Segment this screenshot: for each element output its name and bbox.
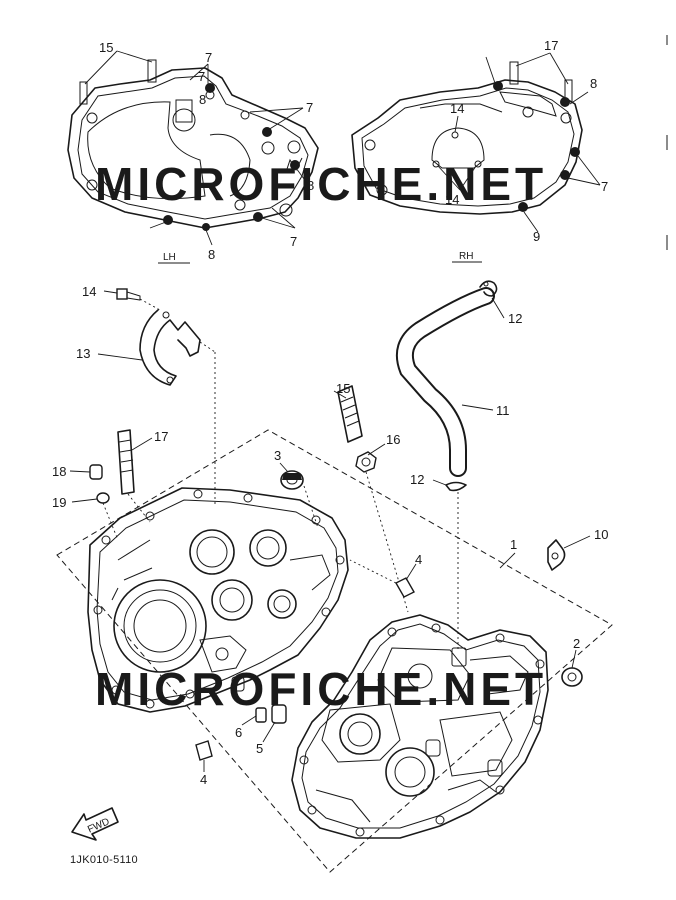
oil-seal-3 <box>280 470 304 490</box>
callout-17: 17 <box>544 38 558 53</box>
callout-16: 16 <box>386 432 400 447</box>
rh-crankcase-gasket <box>351 61 583 215</box>
callout-19: 19 <box>52 495 66 510</box>
callout-12: 12 <box>508 311 522 326</box>
watermark-top: MICROFICHE.NET <box>95 158 547 210</box>
callout-13: 13 <box>76 346 90 361</box>
diagram-code: 1JK010-5110 <box>70 854 138 866</box>
dowel-5 <box>271 704 287 724</box>
watermark-bottom: MICROFICHE.NET <box>95 663 547 715</box>
callout-7: 7 <box>205 50 212 65</box>
dowel-4-lower <box>195 740 213 761</box>
callout-8: 8 <box>199 92 206 107</box>
callout-11: 11 <box>496 403 510 418</box>
hose-clip-12-top <box>479 280 498 297</box>
callout-4: 4 <box>415 552 422 567</box>
washer-19 <box>96 492 110 504</box>
callout-5: 5 <box>256 741 263 756</box>
callout-6: 6 <box>235 725 242 740</box>
dowel-6 <box>255 707 267 723</box>
right-crankcase-half <box>291 614 549 839</box>
callout-7: 7 <box>198 69 205 84</box>
callout-15: 15 <box>99 40 113 55</box>
callout-14: 14 <box>450 101 464 116</box>
stud-17 <box>117 429 135 495</box>
callout-12: 12 <box>410 472 424 487</box>
callout-7: 7 <box>290 234 297 249</box>
callout-2: 2 <box>573 636 580 651</box>
fwd-label: FWD <box>86 816 111 835</box>
callout-15: 15 <box>336 381 350 396</box>
callout-7: 7 <box>306 100 313 115</box>
callout-9: 9 <box>533 229 540 244</box>
stud-15 <box>337 385 363 443</box>
callout-8: 8 <box>590 76 597 91</box>
retaining-plate-13 <box>139 309 201 386</box>
bolt-14 <box>116 288 141 301</box>
callout-8: 8 <box>307 178 314 193</box>
clamp-10 <box>547 539 566 571</box>
callout-3: 3 <box>274 448 281 463</box>
rh-label: RH <box>459 251 473 262</box>
callouts: 15 7 7 8 7 7 8 8 17 8 14 14 7 9 14 12 13… <box>52 38 608 787</box>
crankcase-assembly-outline <box>56 429 613 873</box>
hose-clip-12-bottom <box>445 481 467 492</box>
lh-crankcase-gasket <box>67 59 319 231</box>
dowel-4-upper <box>395 577 415 598</box>
left-crankcase-half <box>87 487 349 713</box>
breather-hose-11 <box>396 287 495 477</box>
callout-4: 4 <box>200 772 207 787</box>
callout-7: 7 <box>601 179 608 194</box>
callout-14: 14 <box>82 284 96 299</box>
callout-10: 10 <box>594 527 608 542</box>
callout-14: 14 <box>445 192 459 207</box>
lh-label: LH <box>163 252 176 263</box>
forward-direction-arrow: FWD <box>71 807 119 841</box>
dowel-18 <box>89 464 103 480</box>
callout-8: 8 <box>208 247 215 262</box>
nut-16 <box>355 451 377 473</box>
callout-17: 17 <box>154 429 168 444</box>
oil-seal-2 <box>561 667 583 687</box>
callout-18: 18 <box>52 464 66 479</box>
callout-1: 1 <box>510 537 517 552</box>
